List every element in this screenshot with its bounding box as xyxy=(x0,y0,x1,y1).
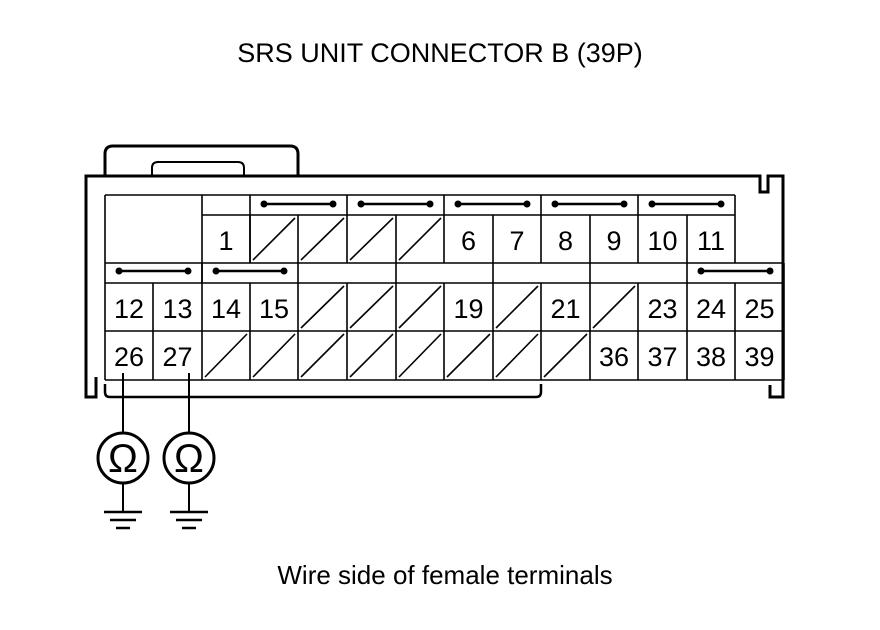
terminal-label: 19 xyxy=(453,294,483,324)
empty-cavity xyxy=(543,333,588,378)
empty-cavity xyxy=(252,217,296,261)
empty-cavity xyxy=(300,285,345,329)
empty-cavity xyxy=(252,333,296,378)
shorting-bar-dot xyxy=(426,200,434,208)
shorting-bar-dot xyxy=(357,200,365,208)
terminal-label: 7 xyxy=(509,226,524,256)
empty-cavities xyxy=(204,217,636,378)
terminal-label: 13 xyxy=(162,294,192,324)
shorting-bar-dot xyxy=(717,200,725,208)
terminal-label: 11 xyxy=(697,226,725,256)
terminal-label: 14 xyxy=(211,294,241,324)
shorting-bar-dot xyxy=(551,200,559,208)
shorting-bar-dot xyxy=(454,200,462,208)
empty-cavity xyxy=(300,333,345,378)
terminal-label: 8 xyxy=(558,226,573,256)
empty-cavity xyxy=(349,333,394,378)
terminal-label: 25 xyxy=(744,294,774,324)
latch-notch xyxy=(151,161,245,176)
connector-shell xyxy=(84,144,785,399)
shorting-bar-dot xyxy=(766,267,774,275)
shorting-bar-dot xyxy=(648,200,656,208)
terminal-label: 26 xyxy=(114,342,144,372)
empty-cavity xyxy=(300,217,345,261)
terminal-labels: 1 6 7 8 9 10 11 12 13 14 15 19 21 23 24 25 26 27 36 37 38 39 xyxy=(114,226,775,372)
ohm-symbol: Ω xyxy=(174,437,204,481)
terminal-label: 10 xyxy=(647,226,677,256)
shorting-bar-dot xyxy=(280,267,288,275)
housing-skirt xyxy=(103,384,543,399)
diagram-title: SRS UNIT CONNECTOR B (39P) xyxy=(237,38,643,68)
shorting-bar-dot xyxy=(523,200,531,208)
diagram-caption: Wire side of female terminals xyxy=(277,560,613,590)
empty-cavity xyxy=(398,333,442,378)
empty-cavity xyxy=(349,217,394,261)
terminal-label: 27 xyxy=(162,342,192,372)
shorting-bars xyxy=(115,200,774,275)
empty-cavity xyxy=(398,217,442,261)
shorting-bar-dot xyxy=(260,200,268,208)
shorting-bar-dot xyxy=(115,267,123,275)
meter-26: Ω xyxy=(96,373,150,530)
empty-cavity xyxy=(446,333,491,378)
terminal-grid xyxy=(104,194,785,381)
terminal-label: 39 xyxy=(744,342,774,372)
terminal-label: 23 xyxy=(647,294,677,324)
terminal-label: 21 xyxy=(550,294,580,324)
empty-cavity xyxy=(495,333,539,378)
terminal-label: 6 xyxy=(461,226,476,256)
shorting-bar-dot xyxy=(697,267,705,275)
ground-icon xyxy=(104,510,142,530)
terminal-label: 36 xyxy=(599,342,629,372)
shorting-bar-dot xyxy=(620,200,628,208)
shorting-bar-dot xyxy=(329,200,337,208)
shorting-bar-dot xyxy=(212,267,220,275)
terminal-label: 38 xyxy=(696,342,726,372)
terminal-label: 1 xyxy=(218,226,233,256)
housing-foot-left xyxy=(84,377,98,399)
empty-cavity xyxy=(204,333,248,378)
empty-cavity xyxy=(398,285,442,329)
ground-icon xyxy=(170,510,208,530)
empty-cavity xyxy=(592,285,636,329)
housing-outline xyxy=(84,174,785,399)
terminal-label: 12 xyxy=(114,294,144,324)
terminal-label: 24 xyxy=(696,294,726,324)
meter-27: Ω xyxy=(162,373,216,530)
latch-outline xyxy=(103,144,300,176)
terminal-label: 37 xyxy=(647,342,677,372)
terminal-label: 9 xyxy=(606,226,621,256)
empty-cavity xyxy=(349,285,394,329)
empty-cavity xyxy=(495,285,539,329)
shorting-bar-dot xyxy=(184,267,192,275)
ohm-symbol: Ω xyxy=(108,437,138,481)
terminal-label: 15 xyxy=(259,294,289,324)
